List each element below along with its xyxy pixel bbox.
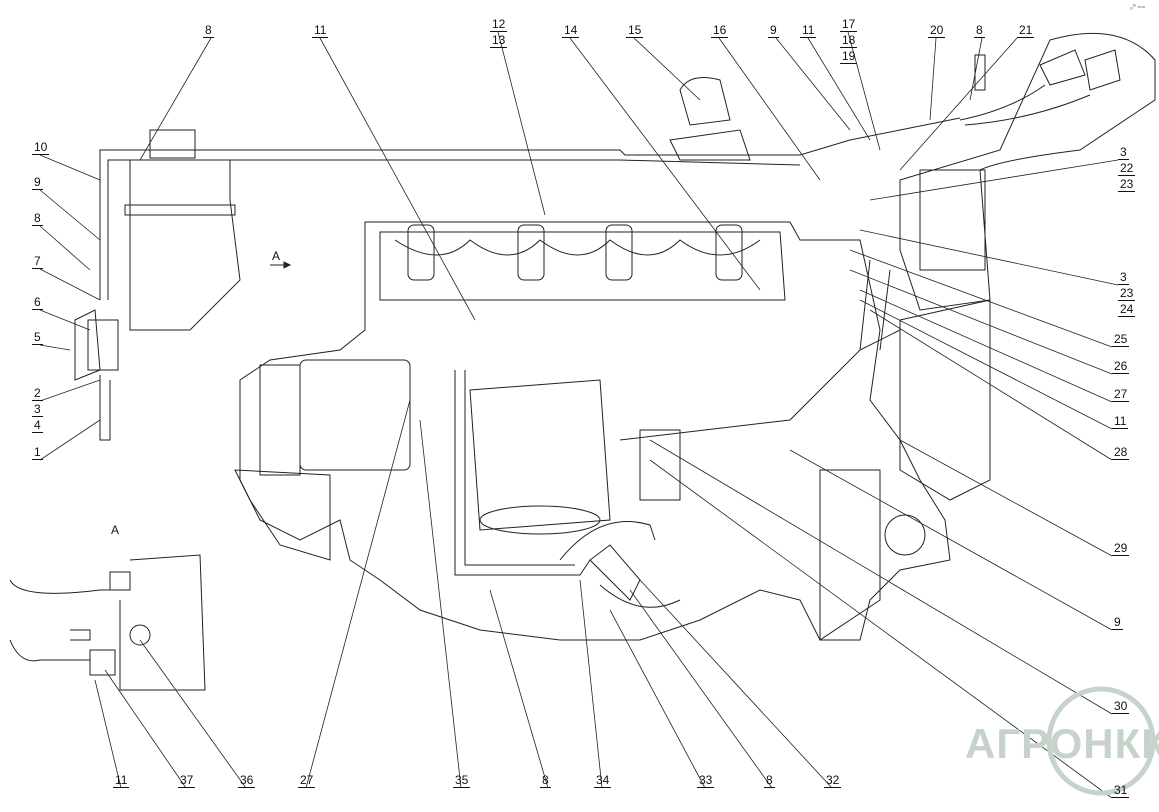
leader-line-r-30 — [649, 439, 1113, 715]
callout-top-11: 11 — [312, 23, 329, 38]
leader-line-l-5 — [39, 344, 71, 351]
callout-r-30: 30 — [1112, 699, 1130, 714]
callout-r-9: 9 — [1112, 615, 1123, 630]
leader-line-l-10 — [39, 154, 101, 181]
view-a-arrow-label: A — [272, 249, 281, 263]
leader-line-b-37 — [104, 669, 187, 789]
callout-top-18: 18 — [840, 33, 858, 48]
leader-line-b-8b — [629, 589, 773, 789]
callout-r-23b: 23 — [1118, 286, 1136, 301]
callout-b-8: 8 — [540, 773, 551, 788]
callout-top-15: 15 — [626, 23, 644, 38]
callout-l-7: 7 — [32, 254, 43, 269]
callout-r-28: 28 — [1112, 445, 1130, 460]
leader-line-top-17 — [847, 31, 881, 151]
leader-line-top-8 — [139, 37, 212, 161]
callout-top-14: 14 — [562, 23, 580, 38]
callout-r-24: 24 — [1118, 302, 1136, 317]
callout-r-11: 11 — [1112, 414, 1129, 429]
leader-line-top-9 — [775, 37, 851, 131]
callout-l-1: 1 — [32, 445, 43, 460]
leader-line-top-14 — [569, 37, 761, 291]
callout-top-12: 12 — [490, 17, 508, 32]
leader-line-b-35 — [419, 419, 462, 789]
leader-line-b-32 — [639, 579, 833, 789]
callout-b-8b: 8 — [764, 773, 775, 788]
leader-line-top-11b — [807, 37, 871, 141]
leader-line-l-6 — [39, 309, 91, 331]
callout-top-13: 13 — [490, 33, 508, 48]
leader-line-r-9 — [789, 449, 1113, 631]
callout-b-11: 11 — [113, 773, 130, 788]
corner-mark: ₀⁰ ▫▫▫ — [1130, 4, 1146, 11]
leader-line-r-31 — [649, 459, 1113, 799]
callout-top-21: 21 — [1017, 23, 1035, 38]
callout-l-10: 10 — [32, 140, 50, 155]
callout-top-8b: 8 — [974, 23, 985, 38]
callout-r-3a: 3 — [1118, 145, 1129, 160]
leader-line-r-28 — [869, 309, 1113, 461]
leader-line-r-29 — [899, 439, 1113, 557]
callout-top-9: 9 — [768, 23, 779, 38]
leader-line-b-8 — [489, 589, 549, 789]
callout-top-17: 17 — [840, 17, 858, 32]
callout-l-4: 4 — [32, 418, 43, 433]
callout-l-9: 9 — [32, 175, 43, 190]
callout-r-3b: 3 — [1118, 270, 1129, 285]
leader-line-b-33 — [609, 609, 706, 789]
leader-line-l-2 — [39, 379, 101, 402]
leader-line-top-8b — [969, 37, 983, 101]
callout-b-35: 35 — [453, 773, 471, 788]
callout-l-6: 6 — [32, 295, 43, 310]
callout-r-29: 29 — [1112, 541, 1130, 556]
leader-line-r-27 — [859, 289, 1113, 403]
callout-r-31: 31 — [1112, 783, 1130, 798]
callout-b-34: 34 — [594, 773, 612, 788]
leader-line-l-9 — [39, 189, 101, 241]
leader-line-top-16 — [718, 37, 821, 181]
callout-b-33: 33 — [697, 773, 715, 788]
callout-top-19: 19 — [840, 49, 858, 64]
callout-l-3: 3 — [32, 402, 43, 417]
callout-top-8: 8 — [203, 23, 214, 38]
callout-r-27: 27 — [1112, 387, 1130, 402]
leader-line-l-1 — [39, 419, 101, 461]
callout-top-11b: 11 — [800, 23, 817, 38]
leader-line-l-7 — [39, 268, 101, 301]
callout-b-32: 32 — [824, 773, 842, 788]
watermark-circle — [1046, 686, 1156, 796]
callout-b-37: 37 — [178, 773, 196, 788]
view-a-label: A — [111, 523, 120, 537]
leader-line-r-3a — [869, 159, 1119, 201]
leader-line-b-11 — [94, 679, 122, 789]
callout-top-16: 16 — [711, 23, 729, 38]
callout-b-36: 36 — [238, 773, 256, 788]
leader-line-top-21 — [899, 37, 1018, 171]
leader-line-l-8 — [39, 225, 91, 271]
leader-line-r-26 — [849, 269, 1113, 375]
callout-b-27: 27 — [298, 773, 316, 788]
callout-top-20: 20 — [928, 23, 946, 38]
leader-line-top-15 — [633, 37, 701, 101]
callout-r-23a: 23 — [1118, 177, 1136, 192]
callout-l-2: 2 — [32, 386, 43, 401]
leader-line-top-11 — [319, 37, 476, 321]
leader-line-top-12 — [497, 31, 546, 216]
leader-line-b-27 — [305, 399, 411, 789]
callout-r-26: 26 — [1112, 359, 1130, 374]
leader-line-b-36 — [139, 639, 247, 789]
callout-l-8: 8 — [32, 211, 43, 226]
leader-line-r-3b — [859, 229, 1119, 286]
watermark-logo: АГРОНКК — [965, 720, 1159, 767]
callout-r-25: 25 — [1112, 332, 1130, 347]
leader-line-b-34 — [579, 579, 603, 789]
callout-r-22: 22 — [1118, 161, 1136, 176]
leader-line-r-11 — [859, 299, 1113, 430]
callout-l-5: 5 — [32, 330, 43, 345]
leader-line-r-25 — [849, 249, 1113, 348]
leader-line-top-20 — [929, 37, 937, 121]
